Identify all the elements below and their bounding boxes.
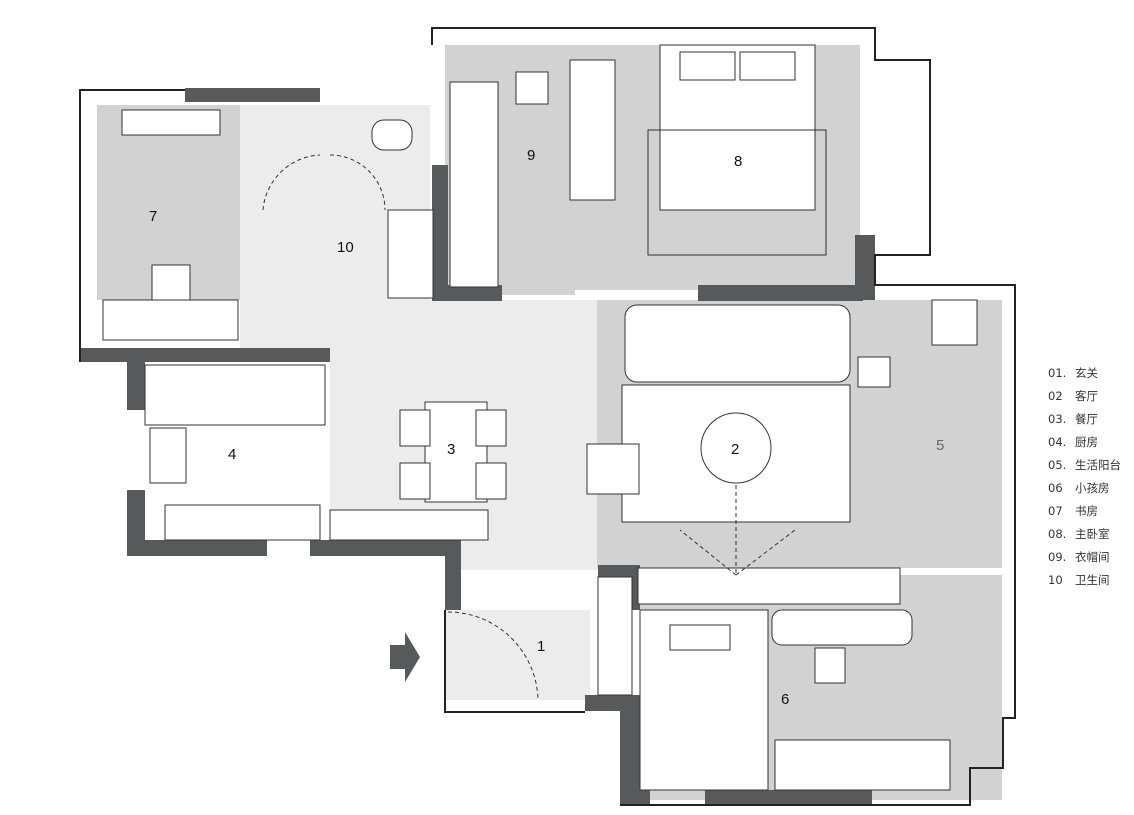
- master-bed-frame: [647, 129, 827, 256]
- study-desk: [121, 109, 221, 136]
- legend-item: 10 卫生间: [1048, 569, 1121, 592]
- legend-num: 08.: [1048, 527, 1067, 541]
- legend-num: 02: [1048, 389, 1063, 403]
- study-shelf: [102, 299, 239, 341]
- armchair: [586, 443, 640, 495]
- kitchen-counter-top: [144, 364, 326, 426]
- outer-outline: [79, 27, 1016, 806]
- laundry: [931, 299, 978, 346]
- room-label-6: 6: [781, 691, 789, 708]
- pillow-left: [679, 51, 736, 81]
- legend-item: 06 小孩房: [1048, 477, 1121, 500]
- legend-num: 10: [1048, 573, 1063, 587]
- legend-num: 04.: [1048, 435, 1067, 449]
- chair-4: [475, 462, 507, 500]
- chair-2: [475, 409, 507, 447]
- public-area: [240, 105, 600, 700]
- legend-name: 生活阳台: [1075, 458, 1121, 472]
- legend-name: 玄关: [1075, 366, 1098, 380]
- vanity: [387, 209, 434, 299]
- toilet: [371, 119, 413, 151]
- cabinet-row: [329, 509, 489, 541]
- kids-desk: [771, 609, 913, 646]
- room-label-10: 10: [337, 239, 354, 256]
- legend-num: 05.: [1048, 458, 1067, 472]
- legend: 01. 玄关 02 客厅 03. 餐厅 04. 厨房 05. 生活阳台 06 小孩房 07 书…: [1048, 362, 1121, 592]
- legend-item: 05. 生活阳台: [1048, 454, 1121, 477]
- entry-arrow-icon: [390, 632, 420, 682]
- legend-num: 03.: [1048, 412, 1067, 426]
- study-chair: [151, 264, 191, 301]
- legend-item: 01. 玄关: [1048, 362, 1121, 385]
- room-label-1: 1: [537, 638, 545, 655]
- chair-3: [399, 462, 431, 500]
- room-label-4: 4: [228, 446, 236, 463]
- room-label-5: 5: [936, 437, 944, 454]
- legend-name: 主卧室: [1075, 527, 1110, 541]
- legend-item: 08. 主卧室: [1048, 523, 1121, 546]
- legend-num: 07: [1048, 504, 1063, 518]
- kids-bed: [639, 609, 769, 791]
- room-label-8: 8: [734, 153, 742, 170]
- legend-item: 03. 餐厅: [1048, 408, 1121, 431]
- legend-item: 02 客厅: [1048, 385, 1121, 408]
- coffee-table: [700, 412, 772, 484]
- wardrobe-9-center: [569, 59, 616, 201]
- chair-1: [399, 409, 431, 447]
- room-label-3: 3: [447, 441, 455, 458]
- sink: [149, 427, 187, 484]
- legend-num: 06: [1048, 481, 1063, 495]
- walls: [80, 88, 875, 805]
- legend-item: 04. 厨房: [1048, 431, 1121, 454]
- kids-wardrobe: [774, 739, 951, 791]
- room-label-7: 7: [149, 208, 157, 225]
- legend-name: 厨房: [1075, 435, 1098, 449]
- legend-name: 卫生间: [1075, 573, 1110, 587]
- kitchen-counter-bottom: [164, 504, 321, 541]
- side-table: [857, 356, 891, 388]
- doors: [262, 154, 796, 701]
- kids-pillow: [669, 624, 731, 651]
- wardrobe-9-left: [449, 81, 499, 288]
- room-label-2: 2: [731, 441, 739, 458]
- tv-cabinet: [637, 567, 901, 605]
- legend-item: 09. 衣帽间: [1048, 546, 1121, 569]
- legend-name: 衣帽间: [1075, 550, 1110, 564]
- pillow-right: [739, 51, 796, 81]
- legend-num: 09.: [1048, 550, 1067, 564]
- legend-item: 07 书房: [1048, 500, 1121, 523]
- legend-num: 01.: [1048, 366, 1067, 380]
- legend-name: 书房: [1075, 504, 1098, 518]
- ottoman: [515, 71, 549, 105]
- legend-name: 客厅: [1075, 389, 1098, 403]
- kids-chair: [814, 647, 846, 684]
- shoe-cabinet: [597, 576, 633, 696]
- sofa: [624, 304, 851, 383]
- room-label-9: 9: [527, 147, 535, 164]
- legend-name: 餐厅: [1075, 412, 1098, 426]
- legend-name: 小孩房: [1075, 481, 1110, 495]
